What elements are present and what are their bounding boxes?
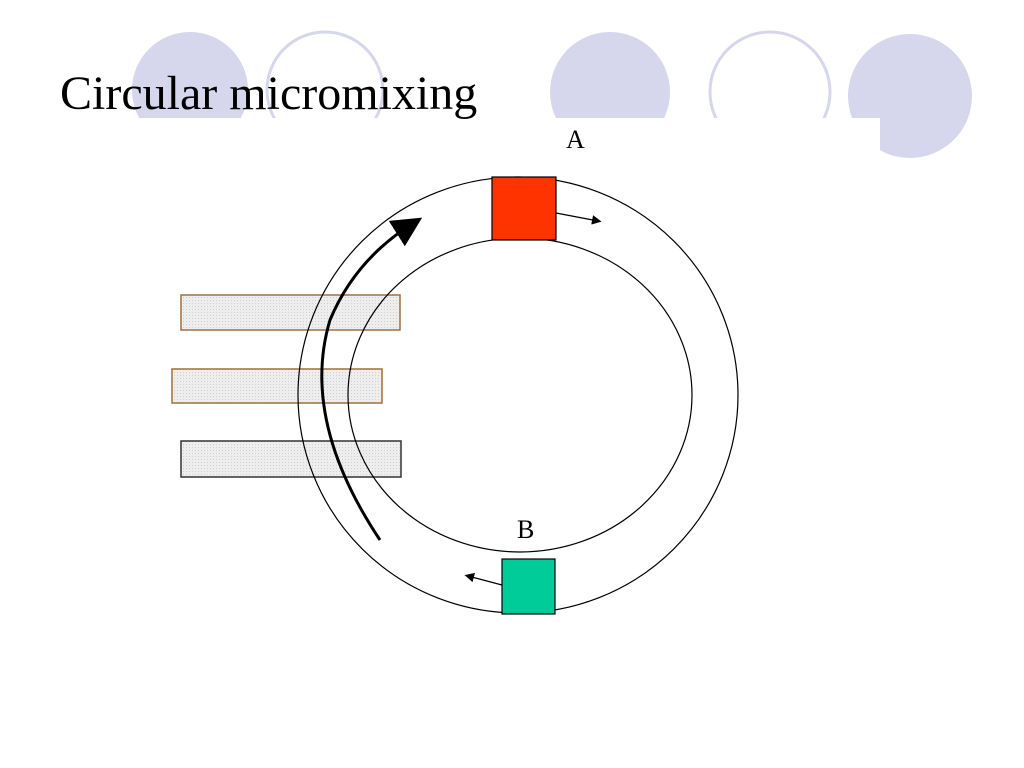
label-b: B (517, 515, 534, 544)
ring-inner (347, 237, 693, 553)
title-band (0, 118, 880, 178)
block-a (491, 176, 557, 241)
block-b (501, 558, 556, 615)
arrow-b (464, 572, 503, 586)
channel-middle (171, 368, 383, 404)
arrow-a (555, 212, 602, 225)
channel-bottom (180, 440, 402, 478)
page-title: Circular micromixing (60, 67, 478, 120)
flow-arrow (320, 217, 423, 541)
channel-top (180, 294, 401, 331)
label-a: A (566, 125, 585, 154)
header-decoration (0, 30, 972, 178)
